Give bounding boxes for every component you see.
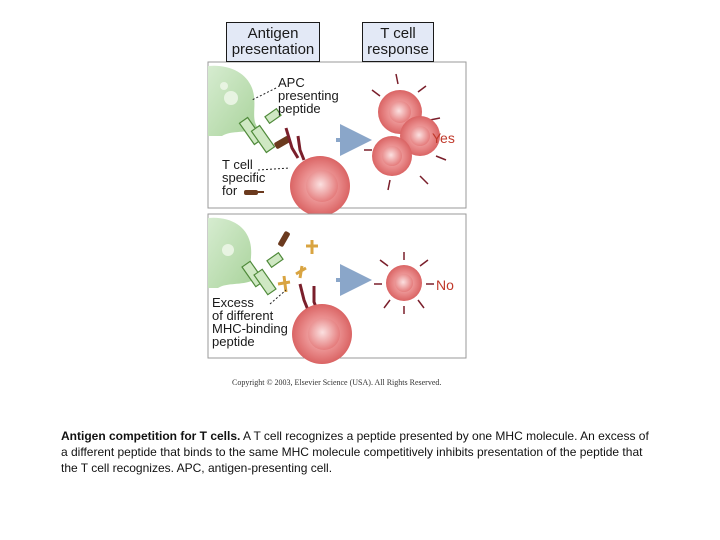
header-t-cell-response: T cell response [362, 22, 434, 62]
copyright-notice: Copyright © 2003, Elsevier Science (USA)… [232, 378, 441, 387]
antigen-competition-figure [0, 0, 720, 400]
apc-bleb [220, 82, 228, 90]
apc-bleb [222, 244, 234, 256]
tcell-specific-label: T cell specific for [222, 158, 265, 197]
caption-title: Antigen competition for T cells. [61, 429, 240, 443]
result-yes: Yes [432, 130, 455, 146]
t-cell-nucleus [306, 170, 338, 202]
excess-peptide-label: Excess of different MHC-binding peptide [212, 296, 288, 348]
header-antigen-presentation: Antigen presentation [226, 22, 320, 62]
t-cell-nucleus [308, 318, 340, 350]
figure-caption: Antigen competition for T cells. A T cel… [61, 428, 651, 476]
apc-bleb [224, 91, 238, 105]
apc-label: APC presenting peptide [278, 76, 339, 115]
result-no: No [436, 277, 454, 293]
